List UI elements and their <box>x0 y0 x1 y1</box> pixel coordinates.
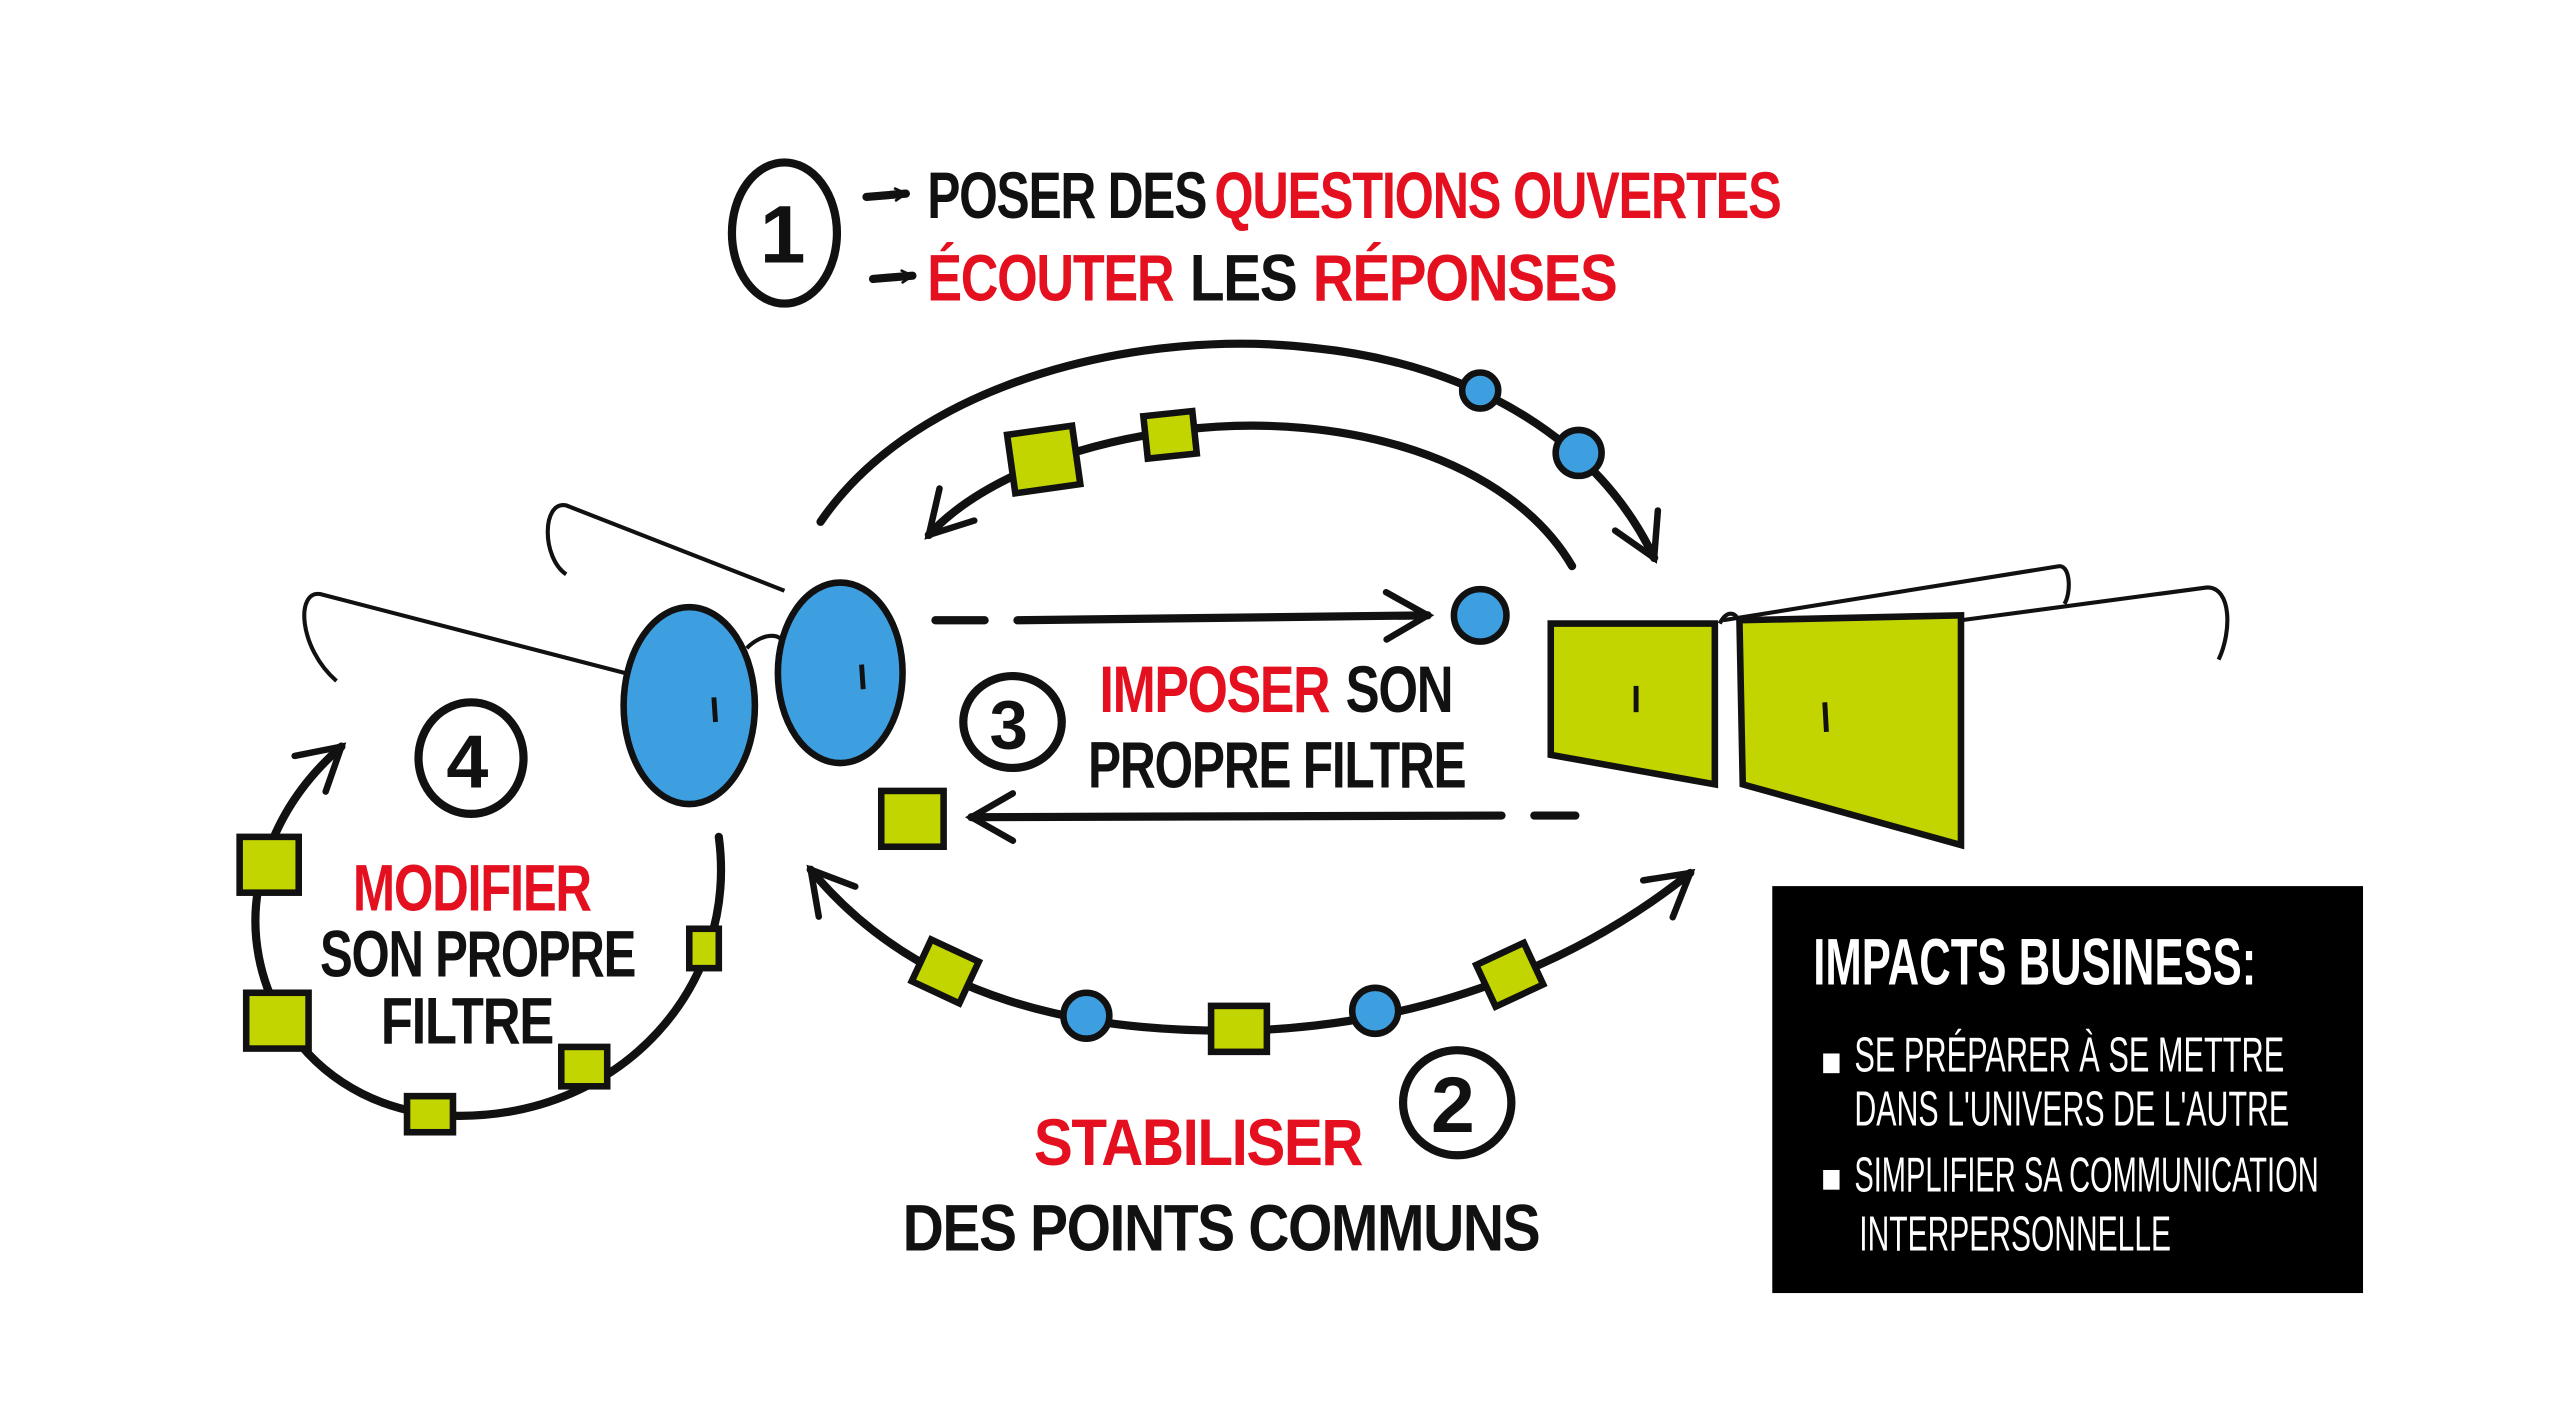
arrow-right-icon <box>868 269 917 284</box>
step-2-number: 2 <box>1431 1061 1473 1149</box>
impacts-title: IMPACTS BUSINESS: <box>1813 926 2256 999</box>
impacts-background <box>1772 886 2364 1294</box>
step-3-black-b: PROPRE FILTRE <box>1088 729 1465 802</box>
round-lens <box>620 603 759 808</box>
step-1-line2-red-b: RÉPONSES <box>1313 241 1617 314</box>
step-2: STABILISER 2 DES POINTS COMMUNS <box>903 1046 1541 1264</box>
step-2-red: STABILISER <box>1034 1106 1363 1179</box>
blue-dot <box>1348 984 1402 1038</box>
green-square <box>1139 407 1201 463</box>
green-square <box>1003 421 1085 497</box>
dashed-arrow-left <box>972 816 1580 818</box>
step-4-black-a: SON PROPRE <box>320 917 635 990</box>
green-square <box>403 1092 457 1136</box>
step-4: 4 MODIFIER SON PROPRE FILTRE <box>320 698 637 1058</box>
impact-2-line2: INTERPERSONNELLE <box>1859 1206 2171 1261</box>
impact-1-line2: DANS L'UNIVERS DE L'AUTRE <box>1854 1082 2289 1137</box>
glasses-temple <box>302 591 638 683</box>
step-3-black-a: SON <box>1346 653 1453 726</box>
step-3-number: 3 <box>990 686 1027 763</box>
bullet-icon <box>1823 1053 1840 1074</box>
step-4-red: MODIFIER <box>353 852 592 925</box>
green-square <box>557 1043 611 1090</box>
impacts-business-box: IMPACTS BUSINESS: SE PRÉPARER À SE METTR… <box>1772 886 2364 1294</box>
blue-dot <box>1450 585 1510 645</box>
dashed-arrow-right <box>931 615 1427 620</box>
blue-dot <box>1552 426 1605 480</box>
green-square <box>1471 938 1548 1011</box>
step-1-line2-red-a: ÉCOUTER <box>927 241 1174 314</box>
step-2-black: DES POINTS COMMUNS <box>903 1191 1540 1264</box>
glasses-temple <box>545 503 786 593</box>
green-square <box>242 989 312 1052</box>
step-3-circle <box>959 671 1066 773</box>
step-1-line2-black: LES <box>1190 241 1297 314</box>
step-3-red: IMPOSER <box>1099 653 1330 726</box>
bullet-icon <box>1823 1169 1840 1190</box>
top-inner-arc-arrow <box>924 421 1577 571</box>
step-4-circle <box>414 698 528 819</box>
square-lens <box>1547 620 1719 789</box>
step-4-black-b: FILTRE <box>381 985 553 1058</box>
arrow-right-icon <box>862 187 910 202</box>
step-1: 1 POSER DES QUESTIONS OUVERTES ÉCOUTER L… <box>727 158 1782 314</box>
step-3: 3 IMPOSER SON PROPRE FILTRE <box>959 653 1467 802</box>
step-4-number: 4 <box>446 720 488 804</box>
step-1-number: 1 <box>760 190 804 281</box>
square-lens <box>1736 611 1965 850</box>
green-square <box>1207 1002 1271 1056</box>
round-lens <box>774 579 906 767</box>
green-square <box>236 833 303 896</box>
green-square <box>907 935 984 1008</box>
top-outer-arc-arrow <box>816 339 1662 564</box>
square-green-glasses <box>1547 564 2230 850</box>
step-2-circle <box>1398 1046 1516 1160</box>
blue-dot <box>1060 989 1113 1042</box>
impact-2-line1: SIMPLIFIER SA COMMUNICATION <box>1854 1147 2318 1202</box>
step-1-line1-black: POSER DES <box>927 159 1206 232</box>
step-1-circle <box>727 158 842 308</box>
round-blue-glasses <box>302 503 906 808</box>
left-loop-arrow <box>251 742 726 1120</box>
step-1-line1-red: QUESTIONS OUVERTES <box>1214 159 1780 232</box>
impact-1-line1: SE PRÉPARER À SE METTRE <box>1854 1028 2284 1083</box>
blue-dot <box>1458 369 1502 412</box>
green-square <box>877 787 947 851</box>
green-square <box>685 925 723 972</box>
